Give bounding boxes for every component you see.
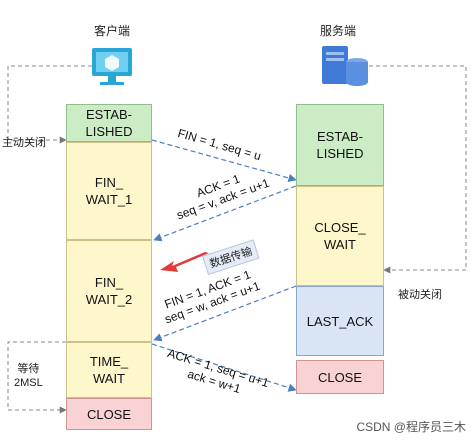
monitor-icon <box>92 48 132 85</box>
fin1-arrow <box>151 139 297 183</box>
wait-2msl-line <box>7 341 67 414</box>
active-close-label: 主动关闭 <box>2 137 46 149</box>
client-state-fin-wait-2: FIN_ WAIT_2 <box>66 240 152 342</box>
server-title: 服务端 <box>320 24 357 38</box>
server-state-established: ESTAB- LISHED <box>296 104 384 186</box>
ack1-arrow <box>153 185 297 242</box>
client-state-time-wait: TIME_ WAIT <box>66 342 152 398</box>
data-transfer-arrow <box>160 252 209 272</box>
client-state-close: CLOSE <box>66 398 152 430</box>
wait-2msl-label: 等待 2MSL <box>14 363 43 389</box>
server-state-close: CLOSE <box>296 360 384 394</box>
passive-close-line <box>362 65 467 274</box>
server-icon <box>322 46 368 86</box>
ack2-arrow <box>151 343 297 392</box>
passive-close-label: 被动关闭 <box>398 289 442 301</box>
client-state-established: ESTAB- LISHED <box>66 104 152 142</box>
client-state-fin-wait-1: FIN_ WAIT_1 <box>66 142 152 240</box>
active-close-line <box>7 65 92 144</box>
server-state-close-wait: CLOSE_ WAIT <box>296 186 384 286</box>
watermark: CSDN @程序员三木 <box>356 420 466 434</box>
client-title: 客户端 <box>94 24 131 38</box>
server-state-last-ack: LAST_ACK <box>296 286 384 356</box>
fin2-arrow <box>153 285 297 342</box>
